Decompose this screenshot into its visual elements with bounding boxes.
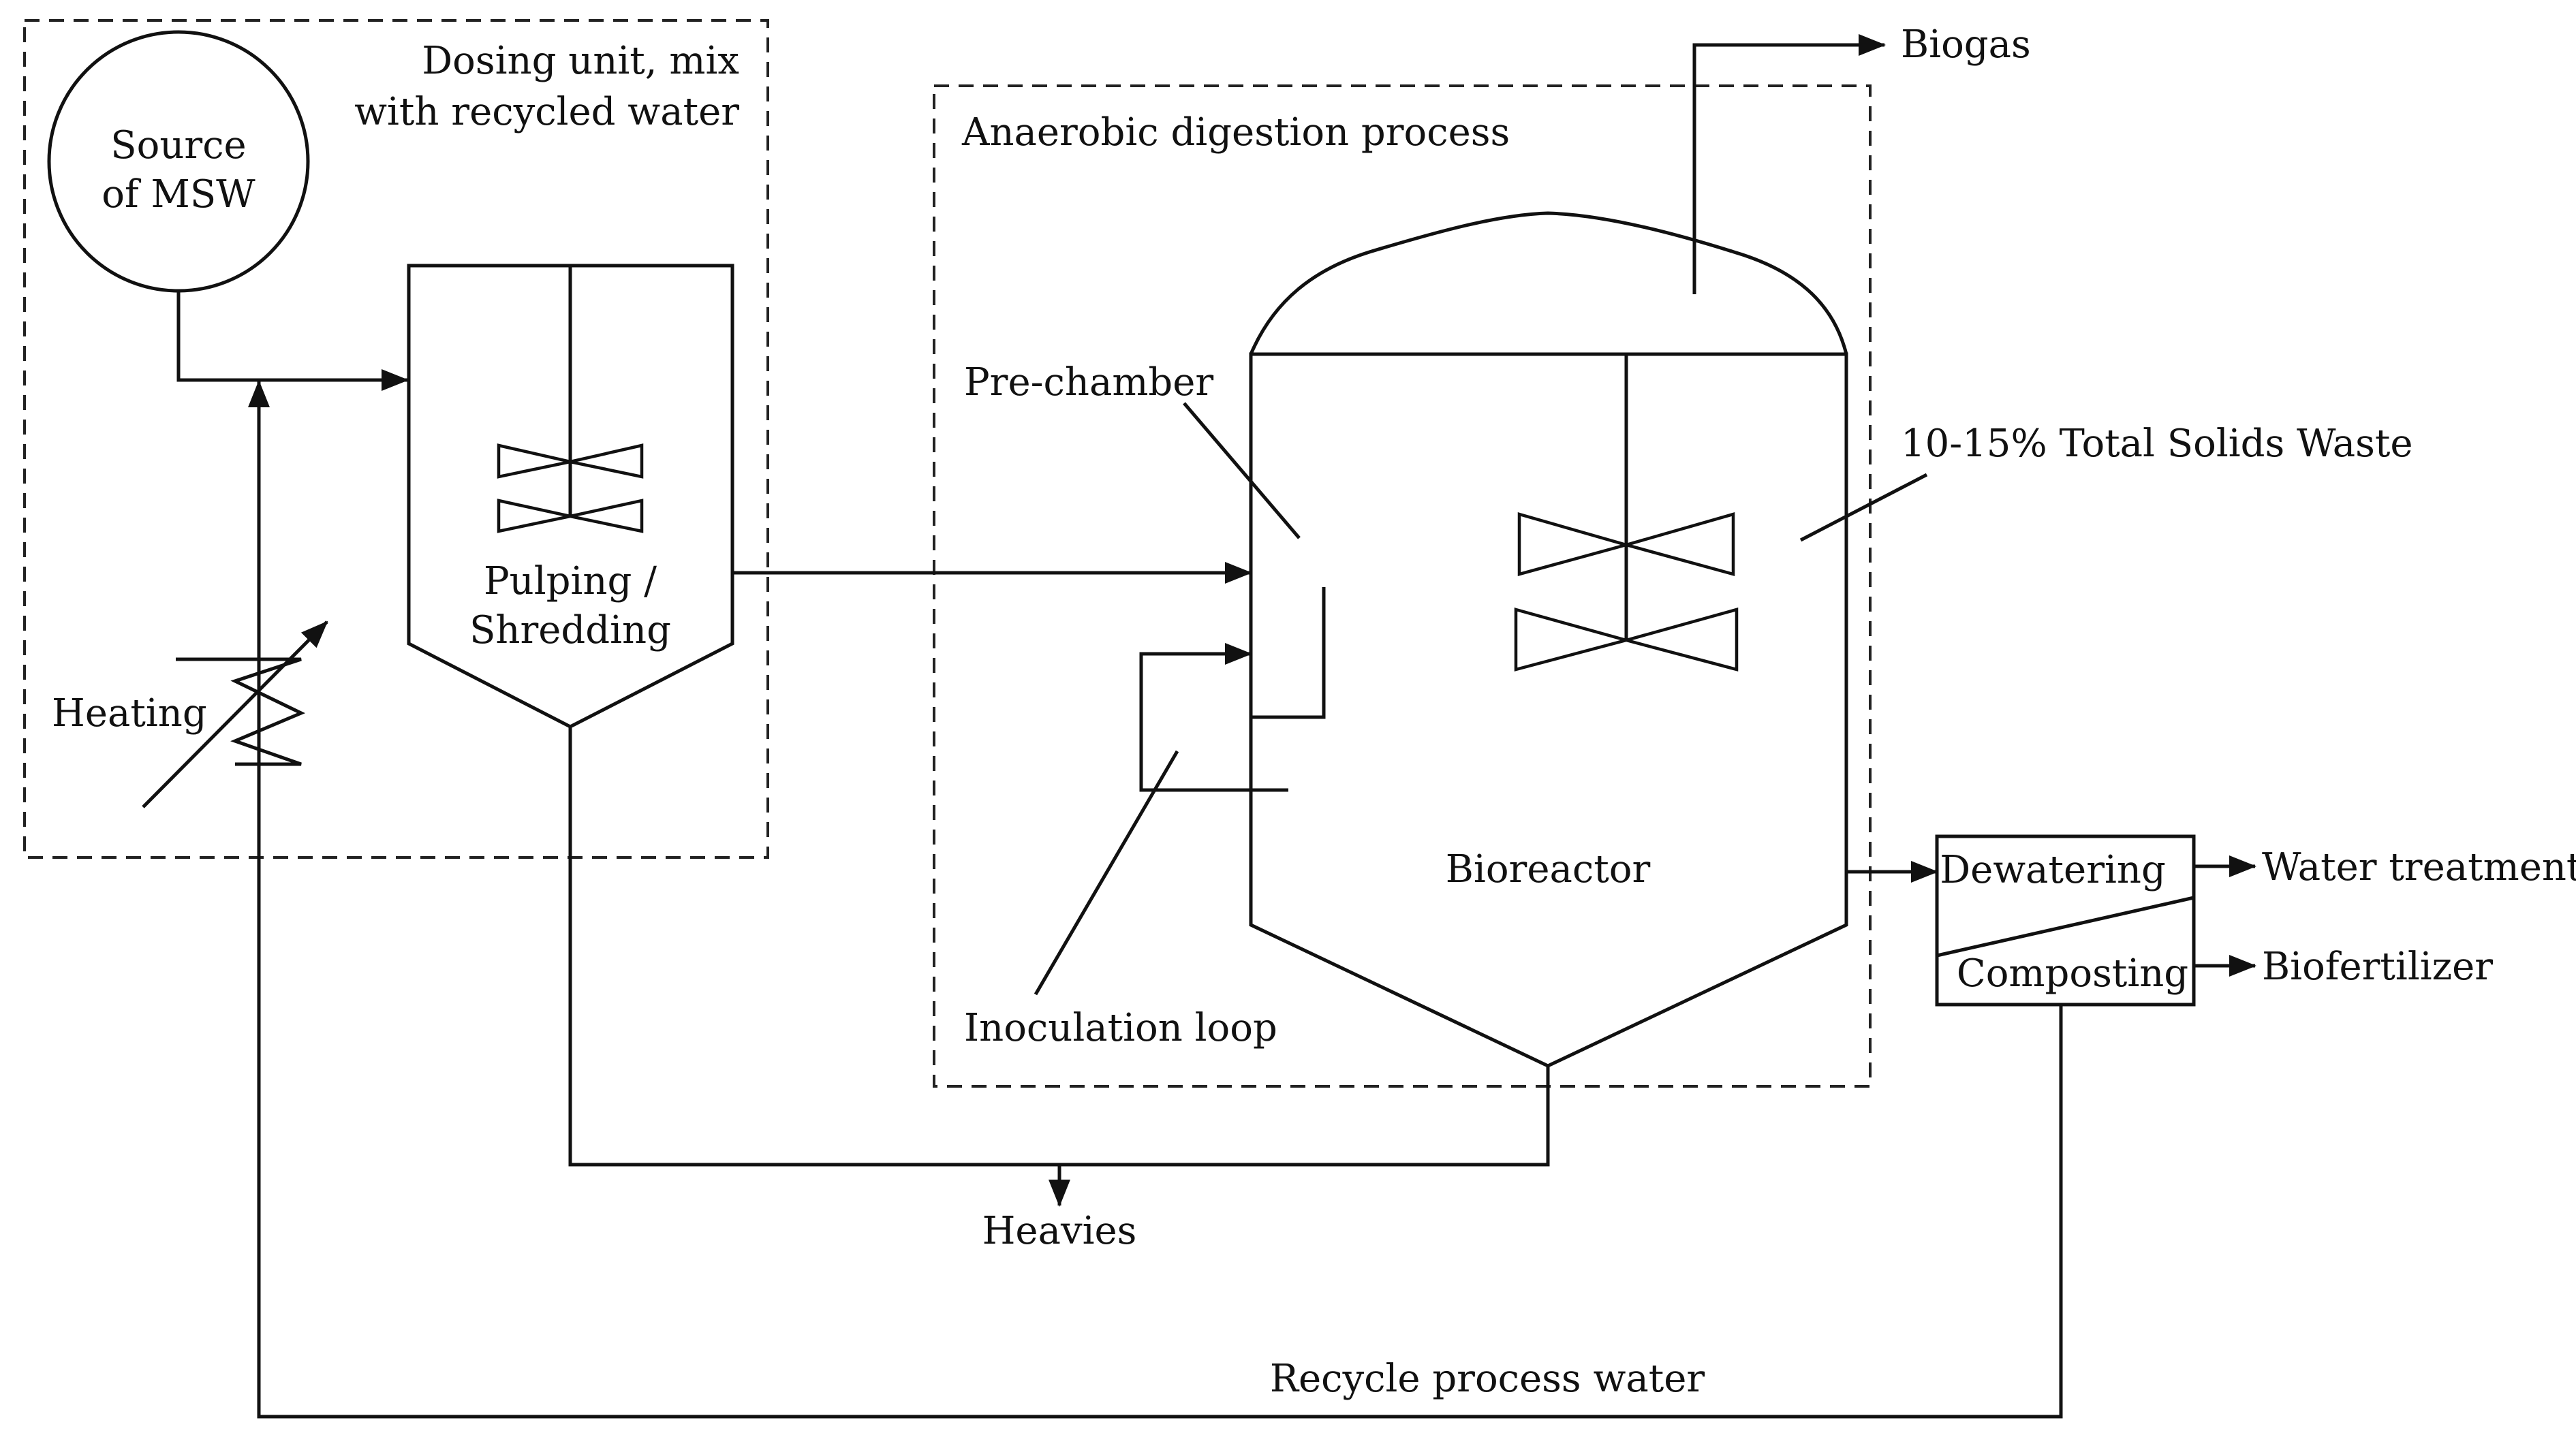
bioreactor-dome	[1249, 211, 1848, 355]
composting-label: Composting	[1957, 951, 2188, 996]
edge-bioreactor-to-biogas	[1692, 34, 1886, 294]
edge-source-to-pulping	[176, 291, 409, 391]
prechamber-leader	[1183, 402, 1301, 539]
prechamber-label: Pre-chamber	[964, 360, 1213, 405]
heating-coil	[176, 657, 306, 766]
inoculation-leader	[1034, 750, 1179, 996]
dosing-unit-group	[23, 19, 769, 859]
bioreactor-impeller-lower	[1514, 608, 1739, 672]
anaerobic-digestion-group	[933, 84, 1872, 1088]
inoculation-label: Inoculation loop	[964, 1006, 1277, 1050]
bioreactor-vessel	[1249, 352, 1848, 1068]
biogas-label: Biogas	[1901, 22, 2031, 67]
pulping-label-line1: Pulping /	[484, 559, 657, 603]
pulping-impeller-lower	[497, 499, 644, 533]
pulping-label-line2: Shredding	[469, 608, 671, 652]
recycle-label: Recycle process water	[1270, 1357, 1705, 1401]
edge-recycle-to-feed	[248, 380, 2063, 1419]
bioreactor-label: Bioreactor	[1446, 847, 1651, 892]
pulping-impeller-upper	[497, 443, 644, 479]
dosing-group-label-line1: Dosing unit, mix	[422, 39, 739, 83]
dosing-group-label-line2: with recycled water	[354, 90, 739, 134]
anaerobic-group-label: Anaerobic digestion process	[961, 110, 1510, 155]
total-solids-label: 10-15% Total Solids Waste	[1901, 422, 2413, 466]
dewatering-composting-divider	[1936, 896, 2194, 958]
heating-label: Heating	[52, 691, 207, 736]
heavies-label: Heavies	[982, 1209, 1137, 1253]
biofertilizer-label: Biofertilizer	[2262, 945, 2493, 989]
bioreactor-impeller-upper	[1517, 512, 1735, 576]
prechamber-baffle	[1251, 587, 1326, 719]
dewatering-composting-box	[1935, 834, 2196, 1007]
water-treatment-label: Water treatment	[2262, 845, 2576, 889]
heating-adjust-arrow	[142, 620, 328, 808]
total-solids-leader	[1799, 473, 1928, 542]
source-label-line2: of MSW	[102, 172, 255, 217]
dewatering-label: Dewatering	[1940, 848, 2166, 892]
inoculation-loop	[1139, 643, 1288, 792]
source-label-line1: Source	[110, 123, 246, 168]
